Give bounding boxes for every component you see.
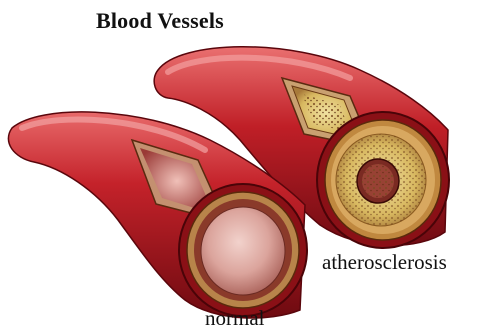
- normal-label: normal: [205, 306, 264, 331]
- atherosclerosis-label: atherosclerosis: [322, 250, 447, 275]
- normal-open-lumen: [201, 207, 285, 295]
- diagram-title: Blood Vessels: [96, 8, 224, 34]
